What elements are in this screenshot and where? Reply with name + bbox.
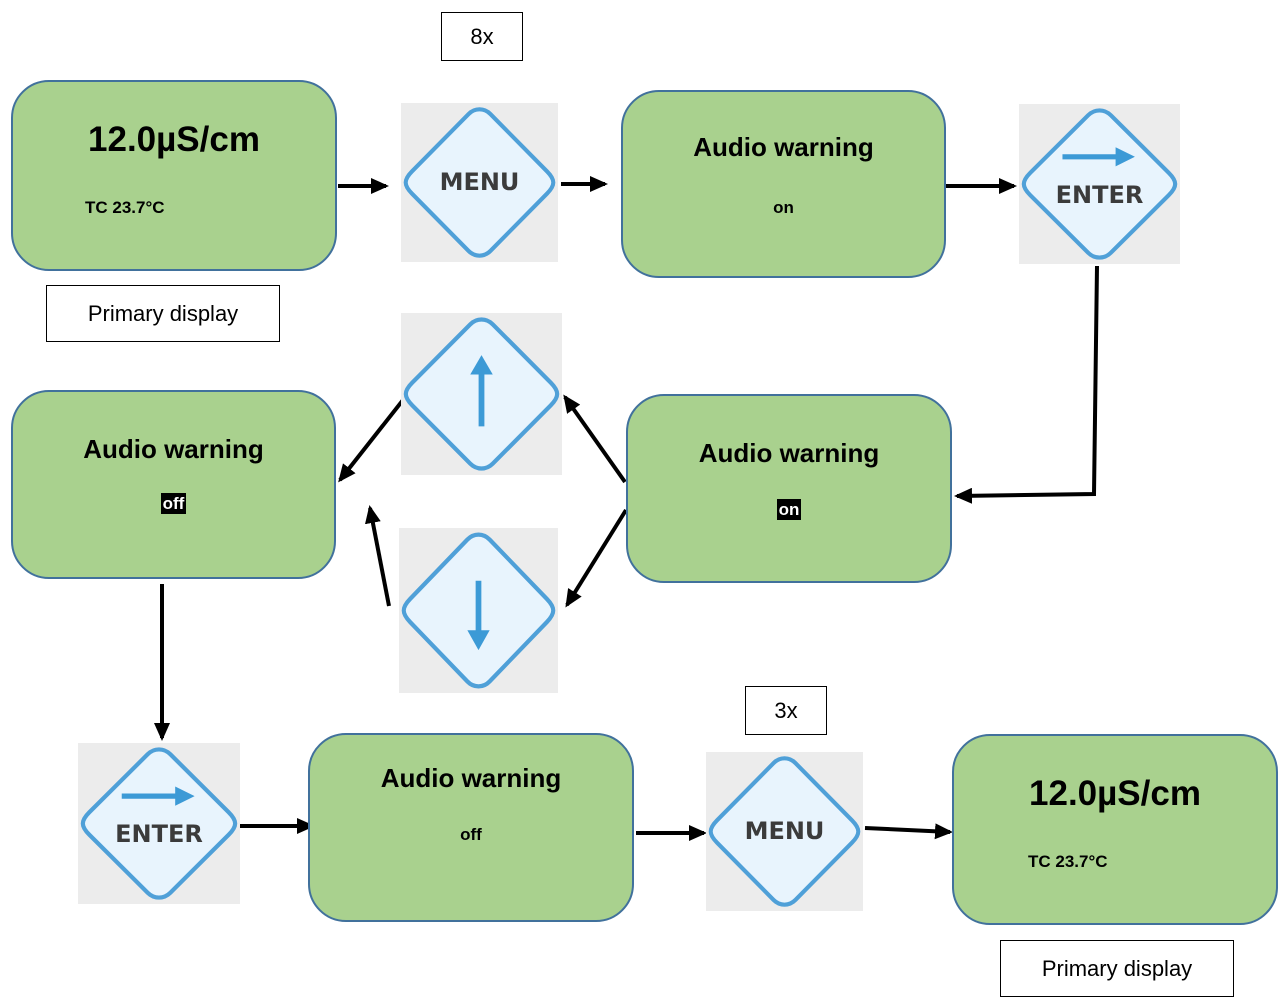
conductivity-value: 12.0µS/cm	[88, 120, 260, 159]
temperature-reading: TC 23.7°C	[85, 198, 165, 217]
arrow-audio-on-selected-to-up	[563, 394, 627, 484]
audio-warning-title: Audio warning	[693, 132, 874, 162]
enter-label: ENTER	[1055, 181, 1144, 209]
arrow-up-to-audio-off-selected	[338, 398, 405, 483]
conductivity-value: 12.0µS/cm	[1029, 774, 1201, 813]
menu-button-2[interactable]: MENU	[706, 752, 863, 911]
enter-button-1[interactable]: ENTER	[1019, 104, 1180, 264]
diamond-icon	[1021, 108, 1178, 260]
audio-warning-title: Audio warning	[83, 434, 264, 464]
audio-warning-state-highlighted: on	[628, 499, 950, 520]
down-button[interactable]	[399, 528, 558, 693]
selected-state: on	[776, 499, 802, 520]
audio-warning-off-screen: Audio warning off	[308, 733, 634, 922]
arrow-up-icon	[470, 355, 493, 427]
diamond-icon	[401, 532, 556, 689]
selected-state: off	[160, 493, 187, 514]
menu-label: MENU	[744, 817, 825, 845]
arrow-right-icon	[121, 786, 195, 806]
primary-display-label-top: Primary display	[46, 285, 280, 342]
arrow-down-icon	[467, 580, 490, 651]
audio-warning-off-selected-screen: Audio warning off	[11, 390, 336, 579]
diamond-icon	[403, 107, 556, 258]
arrow-down-to-audio-off-selected	[365, 505, 391, 607]
menu-label: MENU	[439, 168, 520, 196]
audio-warning-title: Audio warning	[380, 763, 562, 793]
primary-display-screen-start: 12.0µS/cm TC 23.7°C	[11, 80, 337, 271]
primary-display-label-bottom: Primary display	[1000, 940, 1234, 997]
diamond-icon	[403, 317, 560, 471]
arrow-audio-on-selected-to-down	[565, 508, 628, 608]
audio-warning-title: Audio warning	[698, 438, 880, 468]
enter-label: ENTER	[115, 820, 203, 848]
diamond-icon	[708, 756, 861, 907]
press-count-3x: 3x	[745, 686, 827, 735]
primary-display-screen-end: 12.0µS/cm TC 23.7°C	[952, 734, 1278, 925]
enter-button-2[interactable]: ENTER	[78, 743, 240, 904]
audio-warning-state: off	[460, 825, 482, 844]
temperature-reading: TC 23.7°C	[1028, 852, 1108, 871]
arrow-right-icon	[1062, 147, 1135, 167]
arrow-menu-to-primary-end	[864, 823, 953, 840]
diamond-icon	[80, 747, 238, 900]
audio-warning-state: on	[773, 198, 794, 217]
audio-warning-on-selected-screen: Audio warning on	[626, 394, 952, 583]
menu-button-1[interactable]: MENU	[401, 103, 558, 262]
arrow-enter-to-audio-on-selected	[954, 265, 1099, 504]
press-count-8x: 8x	[441, 12, 523, 61]
audio-warning-on-screen: Audio warning on	[621, 90, 946, 278]
up-button[interactable]	[401, 313, 562, 475]
audio-warning-state-highlighted: off	[13, 493, 334, 514]
